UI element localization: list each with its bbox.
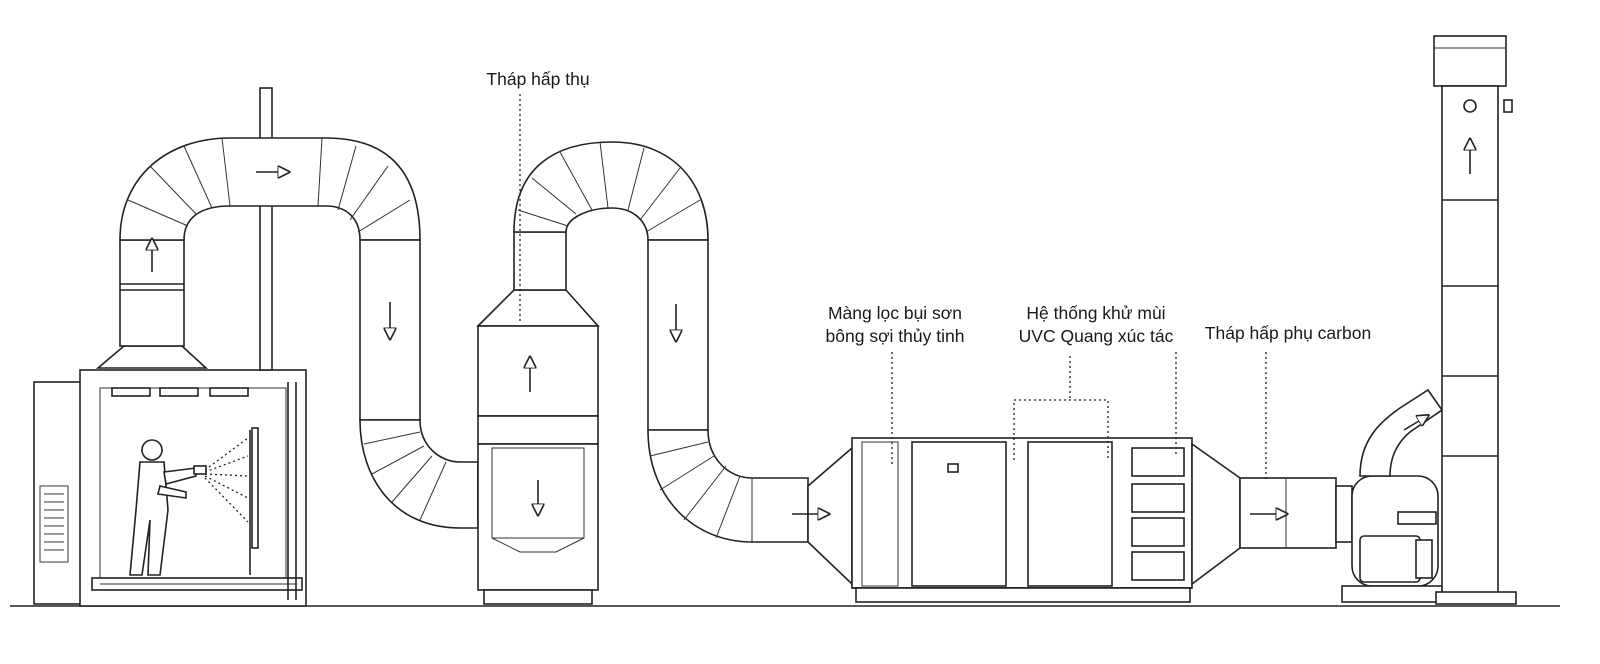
fan-motor-icon bbox=[1335, 388, 1444, 603]
duct-icon-2 bbox=[513, 141, 809, 543]
carbon-tower-label: Tháp hấp phụ carbon bbox=[1204, 323, 1372, 343]
uvc-label-line2: UVC Quang xúc tác bbox=[1018, 326, 1174, 346]
absorption-tower-label: Tháp hấp thụ bbox=[486, 69, 590, 89]
uvc-label-line1: Hệ thống khử mùi bbox=[1026, 303, 1166, 323]
booth-hood bbox=[95, 345, 209, 369]
worker-icon bbox=[129, 439, 207, 576]
vertical-pipe bbox=[259, 87, 273, 371]
flow-arrow-icon bbox=[152, 144, 1470, 514]
filter-label-line2: bông sợi thủy tinh bbox=[825, 326, 965, 346]
leader-lines bbox=[519, 94, 1267, 480]
absorption-tower-icon bbox=[476, 289, 600, 605]
filter-label-line1: Màng lọc bụi sơn bbox=[827, 303, 963, 323]
chimney-icon bbox=[1433, 35, 1517, 605]
filter-uvc-unit-icon bbox=[807, 437, 1337, 603]
spray-booth-icon bbox=[33, 369, 307, 607]
